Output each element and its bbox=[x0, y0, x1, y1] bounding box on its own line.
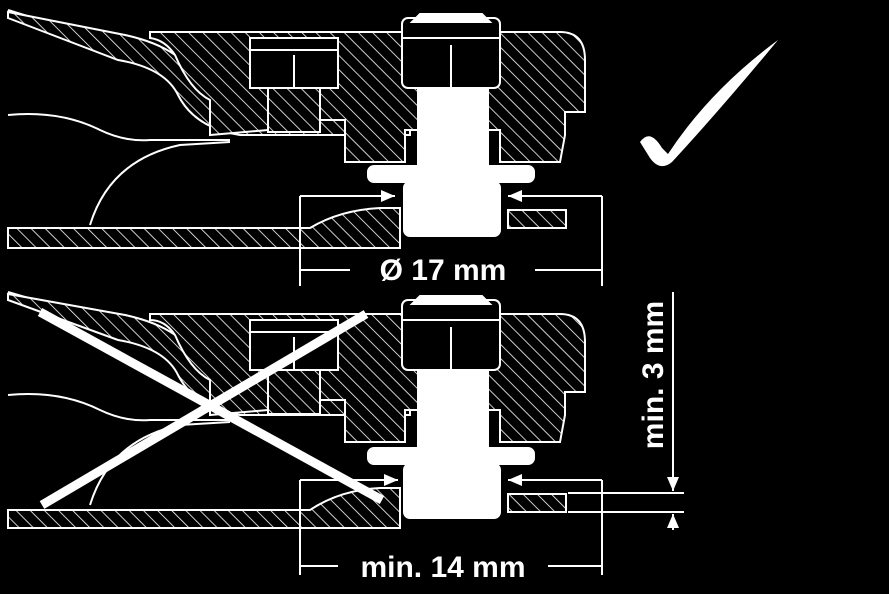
check-mark-icon bbox=[640, 40, 778, 167]
top-curve-inner bbox=[7, 113, 230, 142]
top-curve-lower bbox=[89, 141, 231, 226]
top-plate bbox=[7, 207, 401, 249]
overlap-dimension bbox=[299, 474, 603, 575]
top-plate-right bbox=[507, 209, 567, 229]
min-overlap-label: min. 14 mm bbox=[360, 551, 525, 584]
top-left-nut bbox=[249, 37, 339, 133]
cross-mark-icon bbox=[37, 308, 385, 509]
bottom-plate-right bbox=[507, 493, 567, 513]
min-thickness-label: min. 3 mm bbox=[637, 301, 670, 449]
bottom-curve-inner bbox=[7, 393, 230, 422]
diameter-dimension bbox=[299, 190, 603, 286]
top-bolt bbox=[367, 13, 535, 237]
bottom-plate bbox=[7, 487, 401, 529]
thickness-dimension bbox=[568, 292, 684, 530]
bottom-bolt bbox=[367, 295, 535, 519]
diameter-label: Ø 17 mm bbox=[380, 254, 507, 287]
